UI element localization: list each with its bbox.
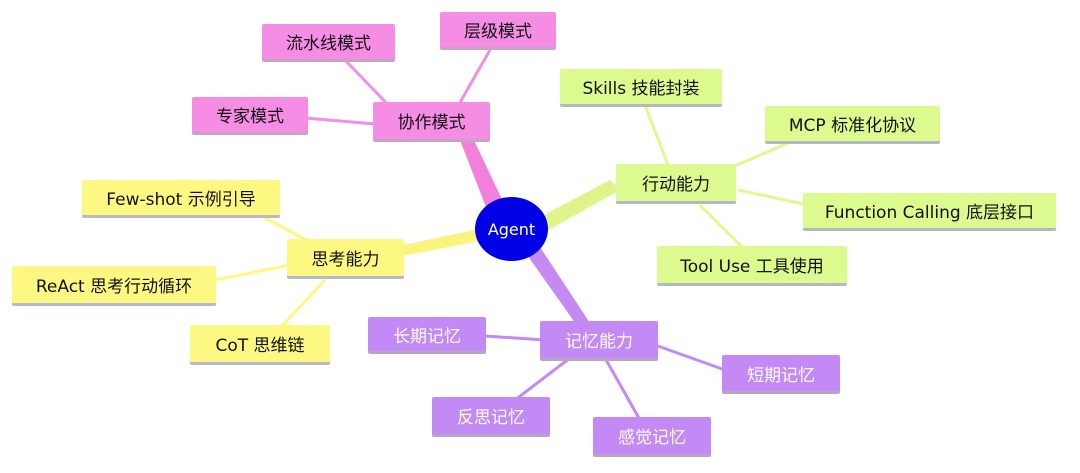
action-skills-label: Skills 技能封装: [582, 79, 700, 99]
memory-short-term-label: 短期记忆: [747, 365, 815, 386]
think-react-label: ReAct 思考行动循环: [35, 277, 193, 297]
branch-action-node[interactable]: 行动能力: [616, 164, 736, 204]
think-fewshot-node[interactable]: Few-shot 示例引导: [82, 180, 280, 218]
memory-reflect-node[interactable]: 反思记忆: [432, 397, 550, 437]
memory-sensory-label: 感觉记忆: [618, 428, 686, 448]
action-mcp-node[interactable]: MCP 标准化协议: [765, 106, 940, 144]
link-think-cot: [278, 278, 327, 330]
think-react-node[interactable]: ReAct 思考行动循环: [12, 266, 216, 306]
branch-think-label: 思考能力: [311, 250, 380, 270]
memory-sensory-node[interactable]: 感觉记忆: [593, 417, 711, 457]
action-mcp-label: MCP 标准化协议: [788, 116, 917, 136]
branch-memory-label: 记忆能力: [565, 332, 633, 352]
memory-short-term-node[interactable]: 短期记忆: [722, 355, 840, 394]
collab-hierarchy-node[interactable]: 层级模式: [440, 12, 556, 50]
think-cot-node[interactable]: CoT 思维链: [190, 325, 330, 365]
link-memory-long: [484, 334, 546, 342]
action-tool-use-node[interactable]: Tool Use 工具使用: [657, 246, 847, 286]
link-think-react: [214, 263, 291, 282]
link-memory-sensory: [603, 357, 642, 421]
think-cot-label: CoT 思维链: [215, 336, 305, 356]
action-tool-use-label: Tool Use 工具使用: [680, 257, 824, 277]
link-action-tooluse: [698, 203, 747, 252]
collab-pipeline-node[interactable]: 流水线模式: [262, 24, 395, 62]
branch-collab-label: 协作模式: [397, 113, 466, 133]
link-action-mcp: [729, 138, 796, 170]
link-collab-expert: [304, 116, 376, 126]
link-collab-hierarchy: [456, 49, 492, 107]
collab-hierarchy-label: 层级模式: [464, 22, 532, 42]
memory-reflect-label: 反思记忆: [457, 408, 525, 428]
link-memory-reflect: [514, 356, 571, 402]
memory-long-term-label: 长期记忆: [393, 326, 461, 347]
branch-collab-node[interactable]: 协作模式: [373, 102, 490, 142]
think-fewshot-label: Few-shot 示例引导: [106, 190, 256, 210]
collab-expert-label: 专家模式: [216, 107, 284, 127]
action-function-calling-node[interactable]: Function Calling 底层接口: [803, 193, 1056, 231]
link-action-skills: [643, 104, 670, 166]
branch-action-label: 行动能力: [642, 175, 710, 195]
collab-expert-node[interactable]: 专家模式: [192, 97, 308, 135]
link-root-collab: [458, 132, 508, 212]
memory-long-term-node[interactable]: 长期记忆: [368, 317, 486, 354]
action-function-calling-label: Function Calling 底层接口: [824, 203, 1035, 223]
link-root-action: [540, 180, 620, 232]
link-memory-short: [654, 343, 726, 372]
root-node-agent[interactable]: Agent: [475, 197, 548, 261]
collab-pipeline-label: 流水线模式: [286, 34, 371, 54]
action-skills-node[interactable]: Skills 技能封装: [560, 69, 722, 107]
link-root-think: [390, 228, 485, 258]
link-root-memory: [525, 247, 590, 327]
branch-memory-node[interactable]: 记忆能力: [540, 321, 658, 361]
branch-think-node[interactable]: 思考能力: [287, 239, 404, 279]
link-action-function: [737, 188, 809, 207]
root-label: Agent: [487, 219, 536, 239]
